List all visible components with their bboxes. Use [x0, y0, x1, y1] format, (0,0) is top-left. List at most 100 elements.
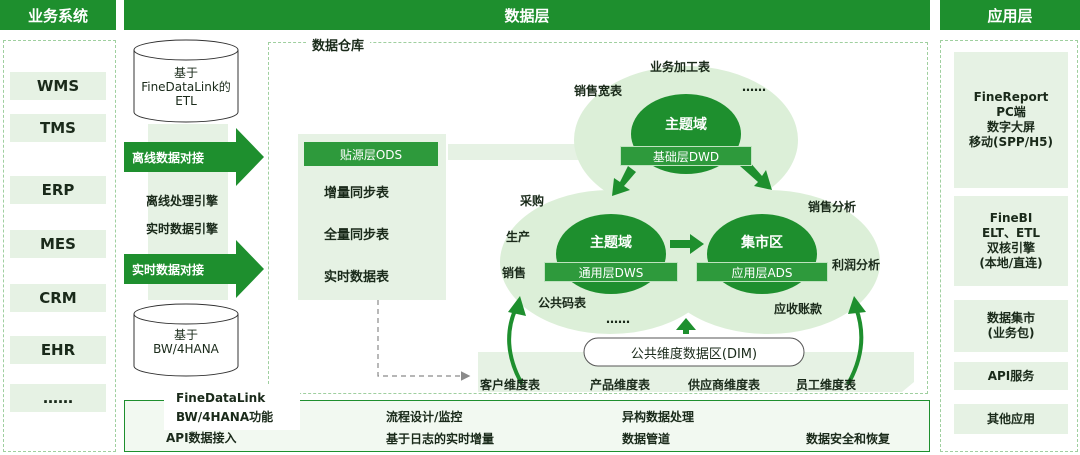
bottom-col3-item2: 数据管道 — [622, 432, 671, 446]
app-item-line: FineReport — [973, 90, 1049, 104]
bottom-col4: 数据安全和恢复 — [806, 432, 891, 446]
business-processing-label: 业务加工表 — [650, 60, 711, 74]
app-item-line: PC端 — [996, 105, 1026, 119]
business-systems-header: 业务系统 — [0, 0, 116, 30]
app-layer-panel — [940, 40, 1078, 452]
business-system-label: ERP — [41, 181, 75, 199]
fdl-line2: BW/4HANA功能 — [176, 410, 274, 424]
fdl-label-bg — [164, 386, 300, 430]
business-system-label: MES — [40, 235, 76, 253]
label-profit-analysis: 利润分析 — [832, 258, 881, 272]
data-layer-header-label: 数据层 — [504, 6, 550, 25]
dim-up-arrowhead — [676, 318, 696, 330]
business-system-item: …… — [10, 384, 106, 412]
bottom-col3-item1: 异构数据处理 — [622, 410, 695, 424]
ods-item-full: 全量同步表 — [324, 228, 390, 243]
sales-wide-label: 销售宽表 — [574, 84, 623, 98]
business-systems-panel — [3, 40, 116, 452]
business-system-item: ERP — [10, 176, 106, 204]
etl-bottom-line1: 基于 — [173, 328, 198, 342]
dws-layer: 通用层DWS — [544, 262, 678, 282]
dws-layer-label: 通用层DWS — [578, 265, 644, 280]
ads-subject: 集市区 — [741, 235, 783, 251]
app-item-line: (本地/直连) — [979, 256, 1043, 270]
ods-title: 贴源层ODS — [304, 142, 438, 166]
dim-item-product: 产品维度表 — [590, 378, 651, 392]
fdl-line3: API数据接入 — [166, 431, 237, 445]
dim-left-curve — [507, 307, 524, 385]
app-item-line: 数字大屏 — [986, 120, 1035, 134]
dim-pill — [583, 337, 805, 367]
label-production: 生产 — [506, 230, 531, 244]
dim-item-customer: 客户维度表 — [480, 378, 541, 392]
dwd-layer-label: 基础层DWD — [652, 149, 720, 164]
offline-engine-label: 离线处理引擎 — [146, 194, 219, 208]
dim-left-arrowhead — [508, 296, 526, 316]
realtime-arrow-label: 实时数据对接 — [132, 262, 205, 277]
realtime-arrow-head — [236, 240, 264, 298]
dwd-subject: 主题域 — [665, 117, 707, 133]
dim-up-stem — [683, 328, 689, 334]
top-dots: …… — [742, 80, 766, 94]
business-systems-header-label: 业务系统 — [27, 6, 88, 25]
app-item-line: 双核引擎 — [986, 241, 1035, 255]
app-layer-header: 应用层 — [940, 0, 1080, 30]
app-item-line: 移动(SPP/H5) — [969, 135, 1053, 149]
business-system-label: …… — [43, 389, 73, 407]
data-layer-header: 数据层 — [124, 0, 930, 30]
dim-title: 公共维度数据区(DIM) — [584, 338, 804, 366]
business-system-label: WMS — [36, 77, 80, 95]
ods-to-dwd-arrow — [448, 134, 616, 170]
app-item-line: (业务包) — [987, 326, 1035, 340]
app-item-text: API服务 — [988, 369, 1035, 384]
label-purchase: 采购 — [520, 194, 545, 208]
dim-right-curve — [846, 307, 864, 385]
app-item-line: 其他应用 — [986, 411, 1035, 426]
ods-to-dim-path — [377, 300, 471, 381]
warehouse-panel — [268, 42, 928, 394]
etl-bottom-label: 基于 BW/4HANA — [134, 328, 238, 356]
ads-layer: 应用层ADS — [696, 262, 828, 282]
warehouse-title: 数据仓库 — [306, 35, 371, 54]
bottom-col2-item2: 基于日志的实时增量 — [386, 432, 495, 446]
realtime-arrow: 实时数据对接 — [124, 238, 264, 298]
app-item-line: ELT、ETL — [981, 226, 1041, 240]
app-item: API服务 — [954, 362, 1068, 390]
dim-item-employee: 员工维度表 — [796, 378, 857, 392]
app-item-line: 数据集市 — [986, 311, 1035, 325]
offline-arrow: 离线数据对接 — [124, 126, 264, 186]
dws-subject: 主题域 — [590, 235, 632, 251]
app-layer-header-label: 应用层 — [987, 6, 1033, 25]
ods-item-realtime: 实时数据表 — [324, 270, 390, 285]
label-sales-analysis: 销售分析 — [808, 200, 857, 214]
label-sales: 销售 — [502, 266, 527, 280]
app-item-line: FineBI — [989, 211, 1033, 225]
etl-bottom-line2: BW/4HANA — [153, 342, 219, 356]
realtime-arrow-body: 实时数据对接 — [124, 254, 238, 284]
business-system-item: EHR — [10, 336, 106, 364]
offline-arrow-head — [236, 128, 264, 186]
dim-platform — [478, 352, 914, 392]
app-item-text: 数据集市(业务包) — [987, 311, 1035, 341]
etl-bottom-cylinder — [133, 303, 239, 377]
ods-title-label: 贴源层ODS — [339, 147, 403, 162]
fdl-line1: FineDataLink — [176, 391, 266, 405]
app-item-text: 其他应用 — [987, 412, 1035, 427]
business-system-item: WMS — [10, 72, 106, 100]
dim-item-supplier: 供应商维度表 — [688, 378, 761, 392]
business-system-label: CRM — [39, 289, 77, 307]
ods-item-incremental: 增量同步表 — [324, 186, 390, 201]
etl-top-line1: 基于 — [173, 66, 198, 80]
label-receivables: 应收账款 — [774, 302, 823, 316]
dwd-layer: 基础层DWD — [620, 146, 752, 166]
business-system-item: MES — [10, 230, 106, 258]
offline-arrow-label: 离线数据对接 — [132, 150, 205, 165]
layer-flow-arrows — [612, 160, 772, 254]
business-system-item: TMS — [10, 114, 106, 142]
business-system-label: EHR — [40, 341, 76, 359]
etl-top-line3: ETL — [175, 94, 197, 108]
